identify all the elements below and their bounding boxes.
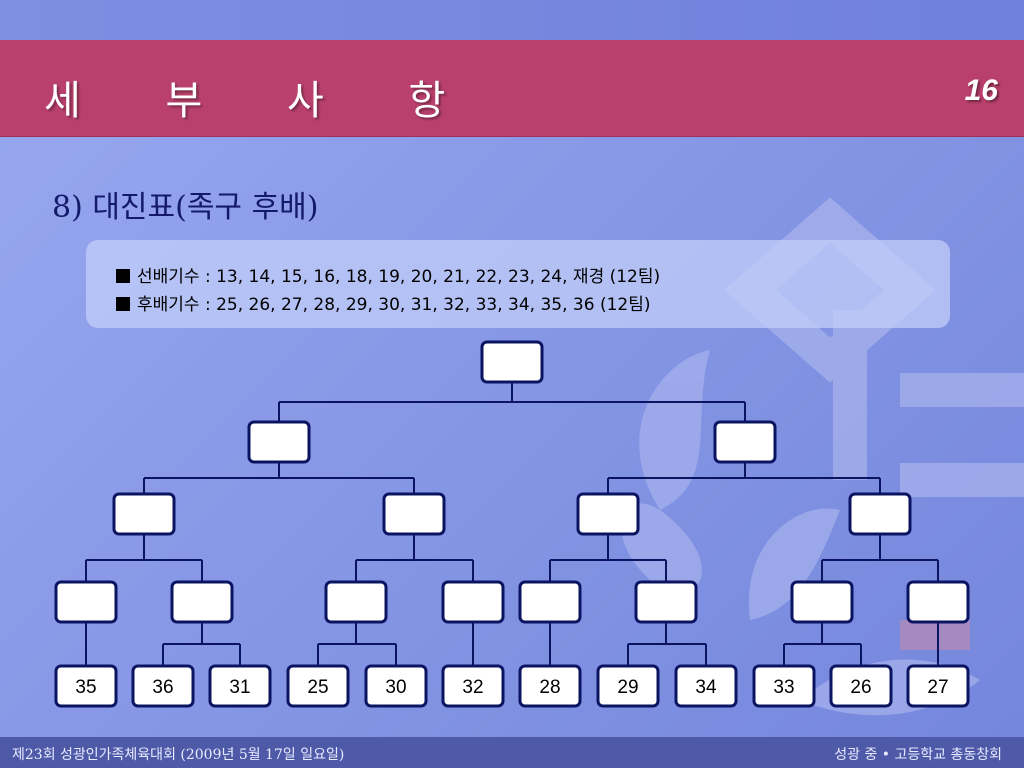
team-label: 36 [152, 677, 173, 698]
semifinal-match-box [713, 420, 777, 464]
team-label: 33 [773, 677, 794, 698]
team-box [596, 664, 660, 708]
team-box [752, 664, 816, 708]
team-box [54, 664, 118, 708]
round-match-box [906, 580, 970, 624]
team-box [364, 664, 428, 708]
team-box [518, 664, 582, 708]
team-box [906, 664, 970, 708]
round-match-box [441, 580, 505, 624]
square-bullet-icon [116, 297, 130, 311]
team-label: 27 [927, 677, 948, 698]
team-label: 29 [617, 677, 638, 698]
page-number: 16 [964, 74, 998, 107]
quarterfinal-match-box [576, 492, 640, 536]
team-box [208, 664, 272, 708]
quarterfinal-match-box [382, 492, 446, 536]
team-label: 32 [462, 677, 483, 698]
junior-teams-line: 후배기수 : 25, 26, 27, 28, 29, 30, 31, 32, 3… [116, 290, 651, 315]
senior-teams-line: 선배기수 : 13, 14, 15, 16, 18, 19, 20, 21, 2… [116, 262, 660, 287]
semifinal-match-box [247, 420, 311, 464]
team-label: 25 [307, 677, 328, 698]
round-match-box [634, 580, 698, 624]
square-bullet-icon [116, 269, 130, 283]
slide-title: 세 부 사 항 [44, 78, 482, 124]
team-box [131, 664, 195, 708]
junior-teams-text: 후배기수 : 25, 26, 27, 28, 29, 30, 31, 32, 3… [137, 295, 651, 315]
team-box [829, 664, 893, 708]
final-match-box [480, 340, 544, 384]
team-label: 35 [75, 677, 96, 698]
footer: 제23회 성광인가족체육대회 (2009년 5월 17일 일요일) 성광 중 •… [0, 737, 1024, 768]
footer-event-text: 제23회 성광인가족체육대회 (2009년 5월 17일 일요일) [12, 747, 345, 763]
info-panel [86, 240, 950, 328]
team-box [441, 664, 505, 708]
footer-organizer-text: 성광 중 • 고등학교 총동창회 [834, 747, 1002, 763]
title-bar [0, 40, 1024, 137]
team-label: 30 [385, 677, 406, 698]
team-label: 28 [539, 677, 560, 698]
team-box [286, 664, 350, 708]
section-subtitle: 8) 대진표(족구 후배) [52, 190, 319, 225]
top-strip [0, 0, 1024, 40]
senior-teams-text: 선배기수 : 13, 14, 15, 16, 18, 19, 20, 21, 2… [137, 267, 661, 287]
quarterfinal-match-box [112, 492, 176, 536]
round-match-box [790, 580, 854, 624]
round-match-box [518, 580, 582, 624]
team-box [674, 664, 738, 708]
quarterfinal-match-box [848, 492, 912, 536]
round-match-box [324, 580, 388, 624]
team-label: 34 [695, 677, 717, 698]
team-label: 26 [850, 677, 871, 698]
team-label: 31 [229, 677, 250, 698]
round-match-box [54, 580, 118, 624]
round-match-box [170, 580, 234, 624]
